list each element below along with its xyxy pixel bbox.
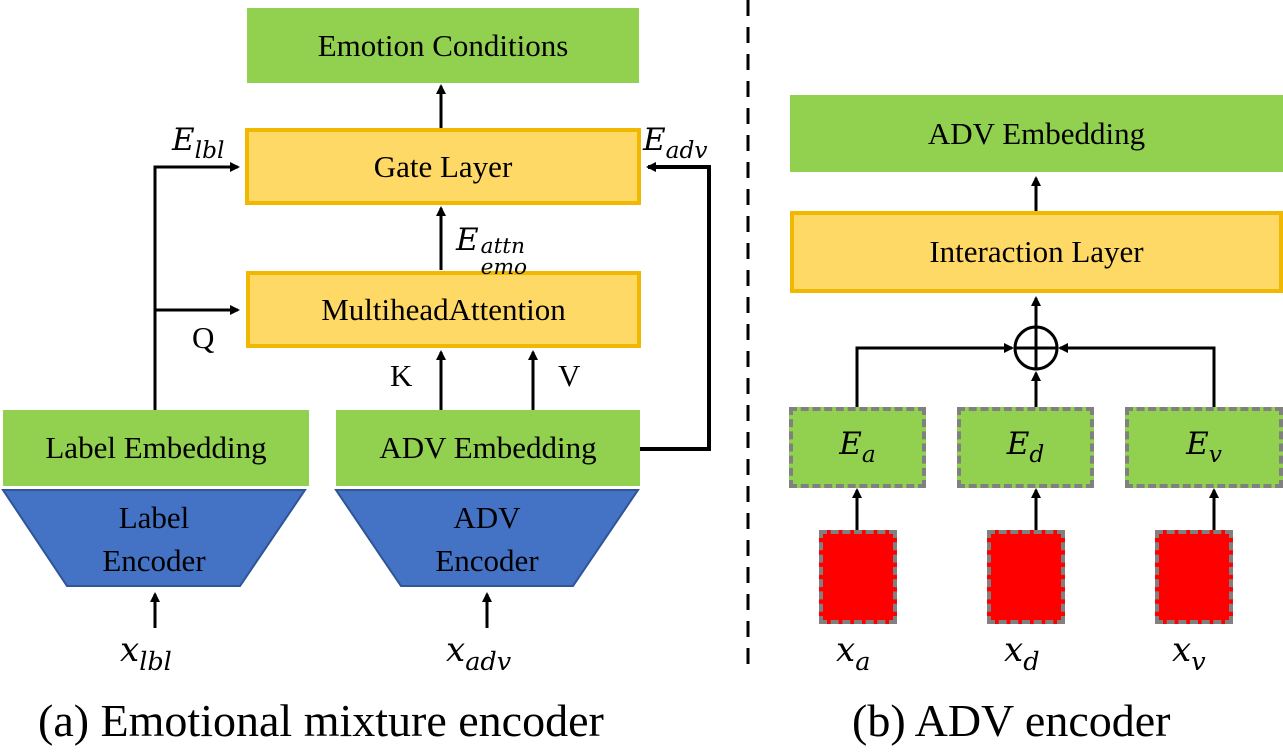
caption-panel-b: (b) ADV encoder [852, 695, 1171, 746]
emotion-conditions-label: Emotion Conditions [317, 27, 569, 63]
b-adv-embedding-label: ADV Embedding [927, 115, 1146, 151]
label-encoder-shape [1, 489, 307, 587]
gate-layer-label: Gate Layer [373, 148, 513, 184]
interaction-layer-label: Interaction Layer [929, 234, 1144, 270]
gate-layer-box: Gate Layer [245, 128, 641, 205]
arrow-adv-to-gate [640, 162, 711, 451]
q-label: Q [192, 320, 215, 355]
x-a-input-block [819, 530, 897, 624]
caption-panel-a: (a) Emotional mixture encoder [38, 695, 604, 746]
x-adv-label: xadv [446, 630, 512, 677]
x-v-input-block [1155, 530, 1233, 624]
e-v-box: Ev [1125, 407, 1283, 488]
e-v-label: Ev [1186, 425, 1222, 469]
e-a-label: Ea [839, 425, 876, 469]
b-adv-embedding-box: ADV Embedding [790, 95, 1283, 172]
adv-encoder-shape [334, 489, 640, 587]
arrow-ev-to-sum [1058, 343, 1216, 407]
x-d-input-block [987, 530, 1065, 624]
adv-encoder-line2: Encoder [435, 543, 539, 578]
adv-encoder-line1: ADV [453, 499, 521, 535]
e-d-box: Ed [957, 407, 1094, 488]
e-adv-label: Eadv [643, 122, 708, 165]
interaction-layer-box: Interaction Layer [790, 211, 1283, 293]
k-label: K [390, 358, 413, 393]
label-embedding-label: Label Embedding [45, 430, 267, 466]
multihead-attention-box: MultiheadAttention [246, 271, 641, 348]
label-encoder-line1: Label [118, 499, 190, 535]
e-d-label: Ed [1006, 425, 1045, 469]
v-label: V [558, 358, 581, 393]
multihead-attention-label: MultiheadAttention [321, 291, 566, 327]
label-encoder-line2: Encoder [102, 543, 206, 578]
x-lbl-label: xlbl [120, 630, 172, 677]
emotion-conditions-box: Emotion Conditions [247, 8, 639, 83]
x-a-label: xa [836, 630, 871, 677]
x-d-label: xd [1004, 630, 1040, 677]
arrow-label-to-gate [153, 162, 240, 410]
adv-embedding-box: ADV Embedding [336, 410, 640, 486]
label-encoder: Label Encoder [3, 494, 305, 584]
e-a-box: Ea [789, 407, 926, 488]
label-embedding-box: Label Embedding [3, 410, 309, 486]
adv-encoder: ADV Encoder [336, 494, 638, 584]
arrow-ea-to-sum [855, 343, 1014, 407]
x-v-label: xv [1172, 630, 1206, 677]
adv-embedding-label: ADV Embedding [379, 430, 597, 466]
e-lbl-label: Elbl [172, 122, 225, 165]
